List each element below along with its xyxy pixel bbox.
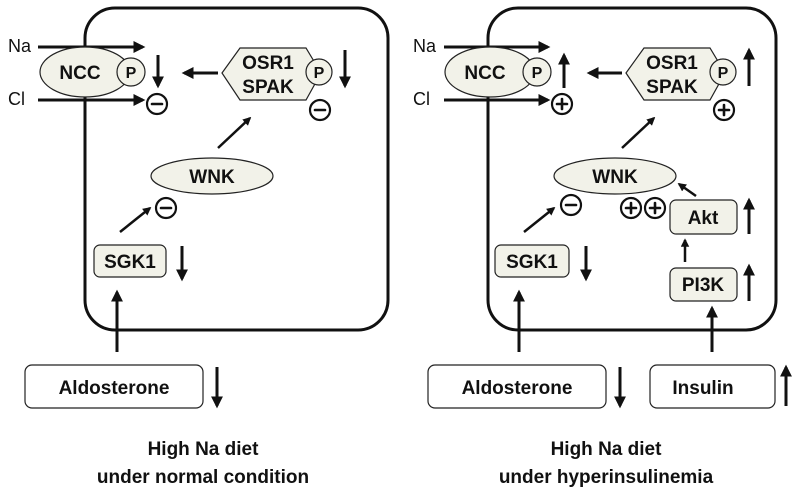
left-aldosterone-box <box>24 364 204 409</box>
right-ncc-phospho <box>522 57 552 87</box>
left-caption-line1: High Na diet <box>148 439 260 460</box>
right-wnk-activation-sign-1 <box>619 196 643 220</box>
right-wnk-to-osr1-arrow <box>621 116 656 149</box>
right-akt-label: Akt <box>688 208 719 229</box>
right-sgk1-to-wnk-arrow <box>523 206 556 233</box>
right-akt-box <box>669 199 738 235</box>
right-wnk-inhibition-sign <box>559 193 583 217</box>
left-ncc-label: NCC <box>59 63 100 84</box>
right-osr1-phospho <box>709 58 737 86</box>
left-panel: Na Cl NCC P OSR1 SPAK P WNK <box>8 6 390 488</box>
left-osr1-phospho-label: P <box>314 65 325 82</box>
left-sgk1-to-wnk-arrow <box>119 206 152 233</box>
right-panel: Na Cl NCC P OSR1 SPAK P <box>413 6 792 488</box>
right-spak-activation-sign <box>712 98 736 122</box>
left-aldosterone-label: Aldosterone <box>59 378 170 399</box>
right-insulin-label: Insulin <box>672 378 733 399</box>
right-osr1-label: OSR1 <box>646 53 698 74</box>
left-sgk1-label: SGK1 <box>104 252 156 273</box>
right-wnk-label: WNK <box>592 167 638 188</box>
left-wnk-inhibition-sign <box>154 196 178 220</box>
right-insulin-box <box>649 364 776 409</box>
right-caption-line1: High Na diet <box>551 439 663 460</box>
right-cl-label: Cl <box>413 89 430 109</box>
left-na-label: Na <box>8 36 32 56</box>
left-osr1-phospho <box>305 58 333 86</box>
left-spak-inhibition-sign <box>308 98 332 122</box>
right-na-label: Na <box>413 36 437 56</box>
left-ncc-phospho <box>116 57 146 87</box>
right-sgk1-label: SGK1 <box>506 252 558 273</box>
left-spak-label: SPAK <box>242 77 294 98</box>
right-aldosterone-box <box>427 364 607 409</box>
left-ncc-phospho-label: P <box>126 65 137 82</box>
left-wnk-to-osr1-arrow <box>217 116 252 149</box>
right-ncc-activation-sign <box>550 92 574 116</box>
right-pi3k-box <box>669 267 738 302</box>
left-wnk-label: WNK <box>189 167 235 188</box>
right-aldosterone-label: Aldosterone <box>462 378 573 399</box>
right-wnk-kinase <box>553 157 677 195</box>
right-spak-label: SPAK <box>646 77 698 98</box>
right-pi3k-label: PI3K <box>682 275 725 296</box>
left-osr1-label: OSR1 <box>242 53 294 74</box>
right-ncc-label: NCC <box>464 63 505 84</box>
right-wnk-activation-sign-2 <box>643 196 667 220</box>
right-sgk1-box <box>494 244 570 278</box>
left-caption-line2: under normal condition <box>97 467 309 488</box>
right-ncc-phospho-label: P <box>532 65 543 82</box>
left-ncc-inhibition-sign <box>145 92 169 116</box>
right-osr1-phospho-label: P <box>718 65 729 82</box>
left-cl-label: Cl <box>8 89 25 109</box>
right-akt-to-wnk-arrow <box>677 182 697 198</box>
right-caption-line2: under hyperinsulinemia <box>499 467 714 488</box>
left-sgk1-box <box>93 244 167 278</box>
left-wnk-kinase <box>150 157 274 195</box>
